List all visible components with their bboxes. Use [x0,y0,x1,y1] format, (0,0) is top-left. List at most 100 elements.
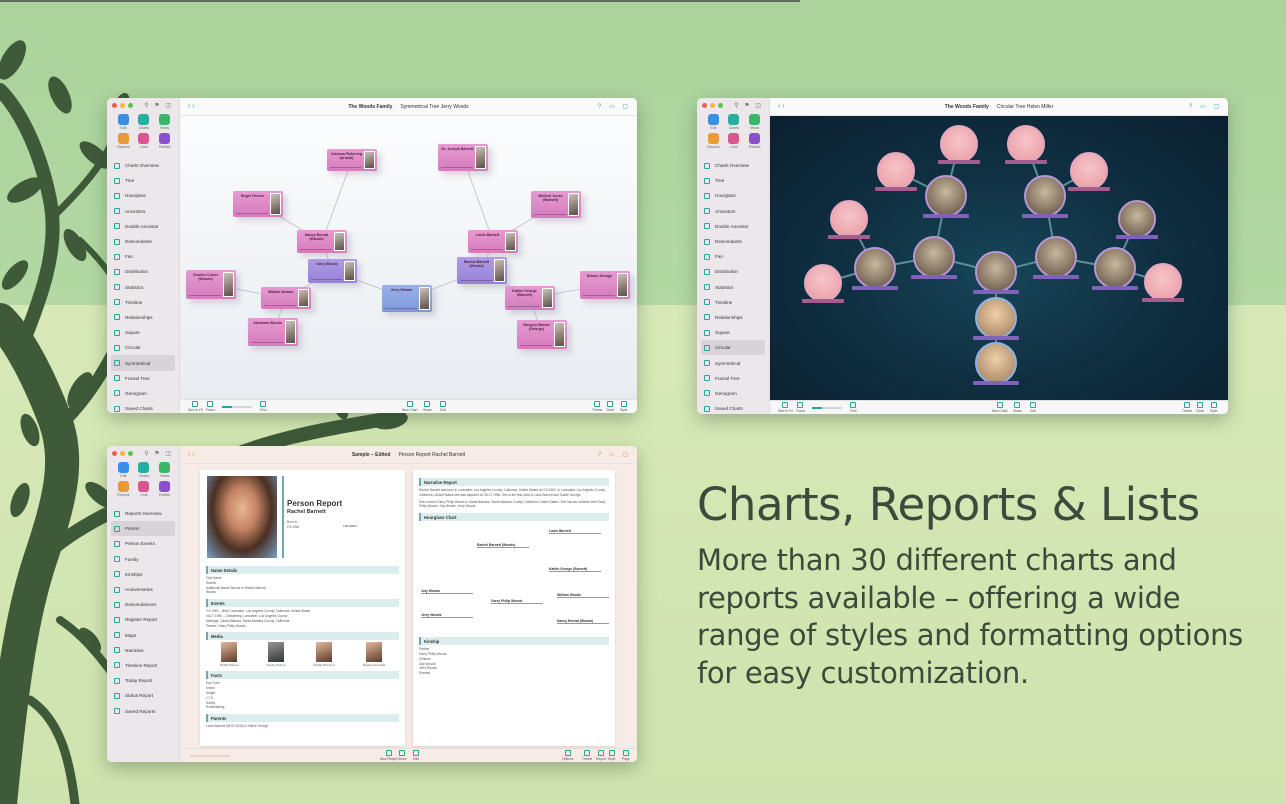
sidebar-actions[interactable]: ⚲ ⚑ ◫ [144,451,173,457]
sidebar-item-person[interactable]: Person [111,521,175,537]
sidebar-item-symmetrical[interactable]: Symmetrical [111,355,175,371]
tool-views[interactable]: Views [744,114,765,130]
sidebar-item-statistics[interactable]: Statistics [701,280,765,295]
person-node[interactable]: Jerry Woods [382,285,432,312]
sidebar-item-statistics[interactable]: Statistics [111,280,175,295]
tool-views[interactable]: Views [154,462,175,478]
placeholder-person-circle[interactable] [828,200,870,239]
person-photo-circle[interactable] [973,342,1019,385]
sidebar-item-saved-charts[interactable]: Saved Charts [111,401,175,413]
tool-lists[interactable]: Lists [134,133,155,149]
person-photo-circle[interactable] [1033,236,1079,279]
person-photo-circle[interactable] [973,251,1019,294]
chart-canvas[interactable] [770,116,1228,400]
tool-views[interactable]: Views [154,114,175,130]
media-item[interactable]: Rachel and child [363,642,385,667]
tool-reports[interactable]: Reports [113,481,134,497]
hourglass-person[interactable]: William Woods [557,593,609,599]
share-button[interactable]: Share [423,401,432,412]
tool-publish[interactable]: Publish [744,133,765,149]
sidebar-item-timeline[interactable]: Timeline [111,295,175,310]
person-node[interactable]: Mildred Jones (Barnett) [531,191,581,218]
person-node[interactable]: Abraham Woods [248,318,298,346]
sidebar-item-relationships[interactable]: Relationships [701,310,765,325]
placeholder-person-circle[interactable] [1142,263,1184,302]
sidebar-item-charts-overview[interactable]: Charts Overview [111,158,175,173]
window-actions[interactable]: ? ▭ ▢ [597,452,631,458]
tool-charts[interactable]: Charts [134,462,155,478]
hourglass-person[interactable]: July Woods [421,589,473,595]
tool-charts[interactable]: Charts [134,114,155,130]
sidebar-item-hourglass[interactable]: Hourglass [111,188,175,203]
sidebar-item-descendants[interactable]: Descendants [701,234,765,249]
sidebar-item-timeline-report[interactable]: Timeline Report [111,658,175,673]
find-button[interactable]: Find [260,401,266,412]
size-to-fit-button[interactable]: Size to Fit [778,402,793,413]
sidebar-item-tree[interactable]: Tree [111,173,175,188]
person-node[interactable]: Kathie George (Barnett) [505,286,555,310]
theme-button[interactable]: Theme [1182,402,1192,413]
chart-button[interactable]: Chart [1196,402,1204,413]
chart-button[interactable]: Chart [606,401,614,412]
sidebar-actions[interactable]: ⚲ ⚑ ◫ [144,103,173,109]
tool-edit[interactable]: Edit [113,462,134,478]
sidebar-item-tree[interactable]: Tree [701,173,765,188]
sidebar-item-reports-overview[interactable]: Reports Overview [111,506,175,521]
person-node[interactable]: Rachel Barnett (Woods) [457,257,507,284]
media-item[interactable]: Profile Picture [220,642,239,667]
media-item[interactable]: Family Picture [267,642,286,667]
sidebar-item-ancestors[interactable]: Ancestors [111,204,175,219]
sidebar-item-narrative[interactable]: Narrative [111,643,175,658]
theme-button[interactable]: Theme [582,750,592,761]
zoom-slider[interactable] [222,406,252,408]
person-node[interactable]: Dr. Joseph Barnett [438,144,488,171]
sidebar-item-genogram[interactable]: Genogram [111,386,175,401]
sidebar-item-double-ancestor[interactable]: Double Ancestor [701,219,765,234]
sidebar-item-distribution[interactable]: Distribution [701,264,765,279]
tool-publish[interactable]: Publish [154,481,175,497]
person-node[interactable]: Margery Baines (George) [517,320,567,349]
sidebar-item-charts-overview[interactable]: Charts Overview [701,158,765,173]
sidebar-item-saved-charts[interactable]: Saved Charts [701,401,765,414]
media-item[interactable]: Profile Picture 2 [314,642,335,667]
back-forward-icon[interactable]: ‹ › [778,103,785,110]
sidebar-item-genogram[interactable]: Genogram [701,386,765,401]
person-photo-circle[interactable] [923,175,969,218]
style-button[interactable]: Style [620,401,627,412]
placeholder-person-circle[interactable] [1068,152,1110,191]
window-controls[interactable] [702,103,723,108]
sidebar-item-maps[interactable]: Maps [111,628,175,643]
person-node[interactable]: Roger Fenner [233,191,283,217]
sidebar-item-fractal-tree[interactable]: Fractal Tree [111,371,175,386]
hourglass-person[interactable]: Nancy Bernat (Woods) [557,619,609,625]
report-button[interactable]: Report [596,750,606,761]
person-photo-circle[interactable] [911,236,957,279]
window-actions[interactable]: ? ▭ ▢ [597,104,631,110]
sidebar-item-register-report[interactable]: Register Report [111,612,175,627]
person-node[interactable]: William Woods [261,287,311,309]
person-photo-circle[interactable] [852,247,898,290]
person-photo-circle[interactable] [1022,175,1068,218]
sidebar-item-fan[interactable]: Fan [701,249,765,264]
window-controls[interactable] [112,451,133,456]
tool-lists[interactable]: Lists [134,481,155,497]
tool-lists[interactable]: Lists [724,133,745,149]
sidebar-item-descendancies[interactable]: Descendancies [111,597,175,612]
zoom-slider[interactable] [812,407,842,409]
sidebar-actions[interactable]: ⚲ ⚑ ◫ [734,103,763,109]
hourglass-person[interactable]: Kathie George (Barnett) [549,567,601,573]
share-button[interactable]: Share [1013,402,1022,413]
sidebar-item-distribution[interactable]: Distribution [111,264,175,279]
sidebar-item-hourglass[interactable]: Hourglass [701,188,765,203]
person-node[interactable]: Nancy Bernat (Woods) [297,230,347,253]
person-node[interactable]: Clarissa Pickering (Arnold) [327,149,377,171]
tool-reports[interactable]: Reports [113,133,134,149]
sidebar-item-circular[interactable]: Circular [111,340,175,355]
sidebar-item-kinships[interactable]: Kinships [111,567,175,582]
focus-button[interactable]: Focus [796,402,805,413]
placeholder-person-circle[interactable] [1005,125,1047,164]
new-report-button[interactable]: New Report [380,750,397,761]
sidebar-item-circular[interactable]: Circular [701,340,765,356]
placeholder-person-circle[interactable] [802,264,844,303]
